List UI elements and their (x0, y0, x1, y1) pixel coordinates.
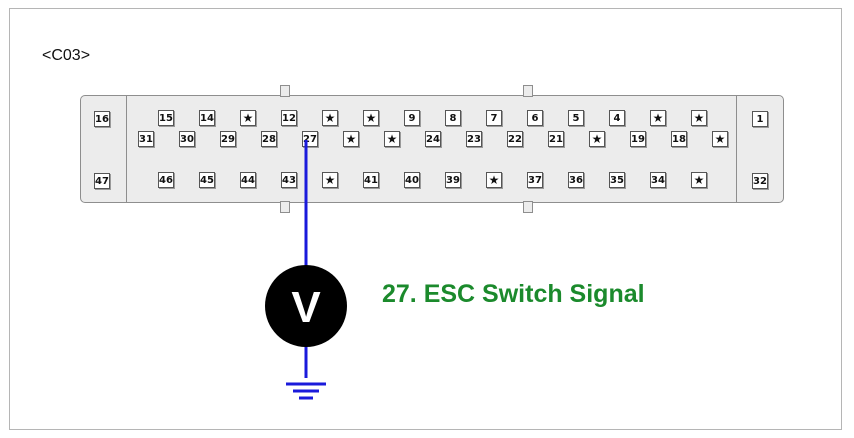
pin-44: 44 (240, 172, 256, 188)
pin-8: 8 (445, 110, 461, 126)
pin-34: 34 (650, 172, 666, 188)
key-tab-bottom-left (280, 201, 290, 213)
pin-23: 23 (466, 131, 482, 147)
pin-22: 22 (507, 131, 523, 147)
pin-1: 1 (752, 111, 768, 127)
pin-24: 24 (425, 131, 441, 147)
key-tab-top-left (280, 85, 290, 97)
pin-7: 7 (486, 110, 502, 126)
pin-29: 29 (220, 131, 236, 147)
pin-35: 35 (609, 172, 625, 188)
signal-label: 27. ESC Switch Signal (382, 280, 645, 308)
key-tab-top-right (523, 85, 533, 97)
voltmeter-icon (265, 265, 347, 347)
pin-empty: ★ (486, 172, 502, 188)
pin-43: 43 (281, 172, 297, 188)
pin-45: 45 (199, 172, 215, 188)
pin-46: 46 (158, 172, 174, 188)
pin-21: 21 (548, 131, 564, 147)
pin-empty: ★ (691, 110, 707, 126)
pin-37: 37 (527, 172, 543, 188)
pin-19: 19 (630, 131, 646, 147)
pin-empty: ★ (712, 131, 728, 147)
key-tab-bottom-right (523, 201, 533, 213)
pin-empty: ★ (240, 110, 256, 126)
connector-housing (80, 95, 784, 203)
pin-empty: ★ (691, 172, 707, 188)
voltmeter-symbol: V (291, 283, 321, 332)
pin-30: 30 (179, 131, 195, 147)
right-divider (736, 96, 737, 202)
pin-41: 41 (363, 172, 379, 188)
pin-empty: ★ (384, 131, 400, 147)
pin-36: 36 (568, 172, 584, 188)
pin-9: 9 (404, 110, 420, 126)
pin-16: 16 (94, 111, 110, 127)
pin-empty: ★ (322, 172, 338, 188)
pin-empty: ★ (363, 110, 379, 126)
pin-15: 15 (158, 110, 174, 126)
pin-31: 31 (138, 131, 154, 147)
pin-28: 28 (261, 131, 277, 147)
connector-label: <C03> (42, 47, 91, 64)
pin-6: 6 (527, 110, 543, 126)
pin-47: 47 (94, 173, 110, 189)
diagram-frame (9, 8, 842, 430)
pin-5: 5 (568, 110, 584, 126)
pin-40: 40 (404, 172, 420, 188)
pin-4: 4 (609, 110, 625, 126)
pin-empty: ★ (343, 131, 359, 147)
pin-12: 12 (281, 110, 297, 126)
pin-14: 14 (199, 110, 215, 126)
pin-empty: ★ (589, 131, 605, 147)
pin-empty: ★ (322, 110, 338, 126)
pin-39: 39 (445, 172, 461, 188)
pin-empty: ★ (650, 110, 666, 126)
left-divider (126, 96, 127, 202)
pin-18: 18 (671, 131, 687, 147)
pin-32: 32 (752, 173, 768, 189)
